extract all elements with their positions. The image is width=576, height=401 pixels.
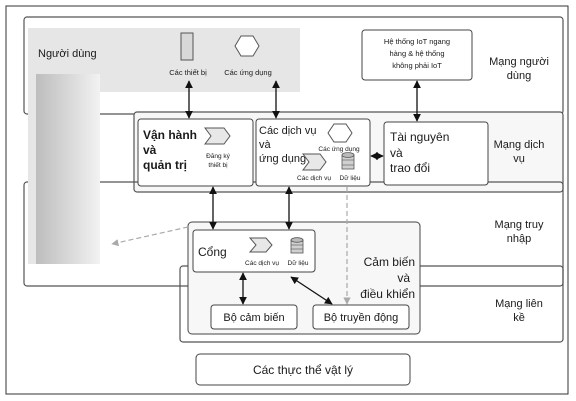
gateway-data-label: Dữ liệu	[288, 260, 309, 267]
actuator-label: Bộ truyền động	[324, 312, 399, 324]
resources-line1: Tài nguyên	[390, 130, 449, 144]
user-network-label-2: dùng	[507, 70, 531, 82]
local-network-label-2: kề	[513, 312, 525, 324]
services-line2: và	[259, 139, 272, 151]
device-icon	[180, 32, 194, 61]
service-network-label-1: Mạng dịch	[494, 139, 545, 151]
service-network-label-2: vụ	[513, 153, 525, 165]
iot-systems-line3: không phải IoT	[392, 61, 442, 70]
physical-entities-box	[195, 353, 411, 386]
sensing-line1: Cảm biến	[364, 255, 415, 269]
devices-label: Các thiết bị	[169, 68, 207, 77]
arrow-gateway-actuator	[290, 276, 333, 305]
service-services-label: Các dịch vụ	[297, 175, 331, 182]
user-network-label-1: Mạng người	[489, 56, 549, 68]
users-bar	[36, 74, 100, 264]
services-line1: Các dịch vụ	[259, 125, 316, 137]
operations-line3: quản trị	[143, 158, 187, 172]
gateway-label: Cổng	[198, 245, 227, 259]
sensor-label: Bộ cảm biến	[223, 312, 284, 324]
users-label: Người dùng	[38, 48, 97, 60]
gateway-services-label: Các dịch vụ	[245, 260, 279, 267]
service-chevron-icon	[302, 153, 327, 171]
iot-systems-line1: Hệ thống IoT ngang	[384, 37, 450, 46]
resources-line3: trao đổi	[390, 161, 430, 175]
access-network-label-1: Mạng truy	[495, 219, 544, 231]
dashed-arrow-users-gateway	[111, 226, 189, 247]
sensing-line2: và	[397, 271, 410, 285]
iot-systems-line2: hàng & hệ thống	[389, 49, 444, 58]
sensor-box	[210, 304, 298, 330]
apps-label: Các ứng dụng	[224, 68, 272, 77]
iot-systems-box	[361, 29, 473, 81]
physical-entities-label: Các thực thể vật lý	[253, 363, 353, 377]
device-registration-icon	[204, 127, 231, 145]
resources-line2: và	[390, 146, 403, 160]
access-network-label-2: nhập	[507, 233, 531, 245]
gateway-chevron-icon	[248, 237, 273, 253]
registration-line2: thiết bị	[208, 160, 227, 169]
service-apps-label: Các ứng dụng	[318, 146, 360, 153]
operations-line1: Vận hành	[143, 128, 197, 142]
resources-box	[383, 121, 489, 186]
services-line3: ứng dụng	[259, 153, 306, 165]
gateway-data-icon	[290, 237, 304, 254]
local-network-label-1: Mạng liên	[495, 298, 543, 310]
service-data-label: Dữ liệu	[340, 175, 361, 182]
actuator-box	[312, 304, 410, 330]
service-app-icon	[327, 123, 353, 143]
sensing-line3: điều khiển	[360, 287, 415, 301]
registration-line1: Đăng ký	[206, 153, 231, 160]
operations-line2: và	[143, 143, 157, 157]
service-data-icon	[341, 152, 355, 170]
app-icon	[234, 35, 260, 57]
